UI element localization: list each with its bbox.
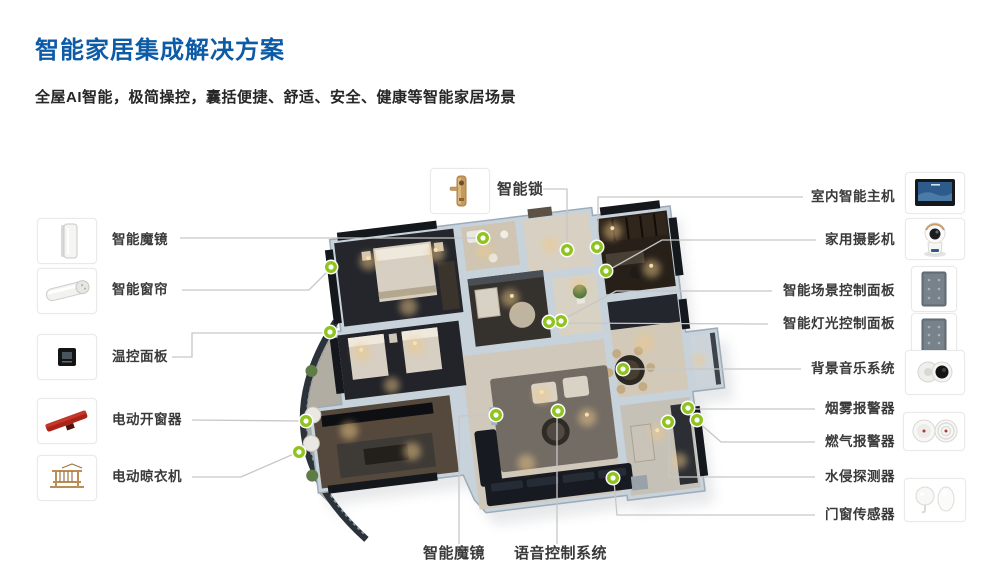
marker — [291, 444, 307, 460]
leader-scene-panel — [561, 290, 772, 321]
leader-lines — [172, 188, 816, 544]
marker — [660, 414, 676, 430]
leader-indoor-host — [597, 196, 803, 247]
smart-lock-icon — [430, 168, 490, 214]
device-label-smart-mirror: 智能魔镜 — [112, 232, 168, 247]
light-dots — [359, 226, 660, 433]
leader-window-opener — [191, 419, 302, 422]
furniture-living — [474, 365, 634, 507]
marker — [589, 239, 605, 255]
device-label-voice-control: 语音控制系统 — [514, 545, 608, 562]
device-label-thermo-panel: 温控面板 — [112, 349, 168, 364]
marker — [298, 413, 314, 429]
page-title: 智能家居集成解决方案 — [35, 37, 285, 64]
scene-panel-icon — [911, 266, 957, 312]
device-label-smart-curtain: 智能窗帘 — [112, 282, 168, 297]
device-label-smart-lock: 智能锁 — [497, 181, 544, 198]
device-label-door-sensor: 门窗传感器 — [825, 507, 895, 522]
marker — [323, 259, 339, 275]
device-label-music-system: 背景音乐系统 — [811, 361, 895, 376]
furniture-kitchen — [630, 403, 698, 491]
thermostat-icon — [37, 334, 97, 380]
device-label-gas-alarm: 燃气报警器 — [825, 434, 895, 449]
leader-door-sensor — [613, 480, 815, 516]
leader-light-panel — [552, 322, 769, 325]
smoke-gas-alarm-icon — [903, 412, 965, 451]
page-subtitle: 全屋AI智能，极简操控，囊括便捷、舒适、安全、健康等智能家居场景 — [35, 89, 517, 106]
marker — [689, 412, 705, 428]
device-label-indoor-host: 室内智能主机 — [811, 189, 895, 204]
leader-thermo-panel — [172, 332, 326, 358]
marker — [322, 324, 338, 340]
device-markers — [291, 230, 705, 486]
device-label-smart-mirror-plan: 智能魔镜 — [423, 545, 486, 562]
room-entry — [522, 212, 595, 274]
room-bathroom — [461, 221, 521, 272]
music-speaker-icon — [905, 350, 965, 395]
marker — [615, 361, 631, 377]
marker — [475, 230, 491, 246]
device-label-clothes-dryer: 电动晾衣机 — [112, 469, 182, 484]
leader-home-camera — [606, 239, 816, 272]
leader-gas-alarm — [697, 421, 815, 443]
water-door-sensor-icon — [904, 478, 966, 522]
device-label-home-camera: 家用摄影机 — [825, 232, 895, 247]
leader-smart-lock — [543, 188, 568, 250]
marker — [553, 313, 569, 329]
indoor-host-icon — [905, 172, 965, 214]
device-label-light-panel: 智能灯光控制面板 — [783, 316, 895, 331]
device-label-smoke-alarm: 烟雾报警器 — [825, 401, 895, 416]
furniture-nursery — [467, 269, 544, 328]
marker — [680, 400, 696, 416]
balcony-railing — [299, 319, 369, 542]
entry-door — [527, 206, 553, 219]
leader-smart-mirror-plan — [458, 414, 493, 544]
clothes-dryer-icon — [37, 455, 97, 501]
leader-water-detector — [668, 425, 815, 478]
smart-curtain-icon — [37, 268, 97, 314]
marker — [550, 403, 566, 419]
marker — [605, 470, 621, 486]
home-camera-icon — [905, 218, 965, 260]
furniture-bedroom1 — [361, 241, 460, 311]
side-balcony-railing — [709, 332, 722, 385]
marker — [541, 314, 557, 330]
leader-smart-curtain — [182, 268, 331, 291]
balcony-lattice — [305, 326, 365, 535]
window-opener-icon — [37, 398, 97, 444]
marker — [488, 407, 504, 423]
marker — [559, 242, 575, 258]
room-lights — [340, 222, 707, 473]
marker — [598, 263, 614, 279]
leader-clothes-dryer — [192, 452, 297, 478]
device-label-scene-panel: 智能场景控制面板 — [783, 283, 895, 298]
device-label-window-opener: 电动开窗器 — [112, 412, 182, 427]
smart-mirror-icon — [37, 218, 97, 264]
device-label-water-detector: 水侵探测器 — [825, 469, 895, 484]
floorplan-isometric — [299, 200, 735, 552]
